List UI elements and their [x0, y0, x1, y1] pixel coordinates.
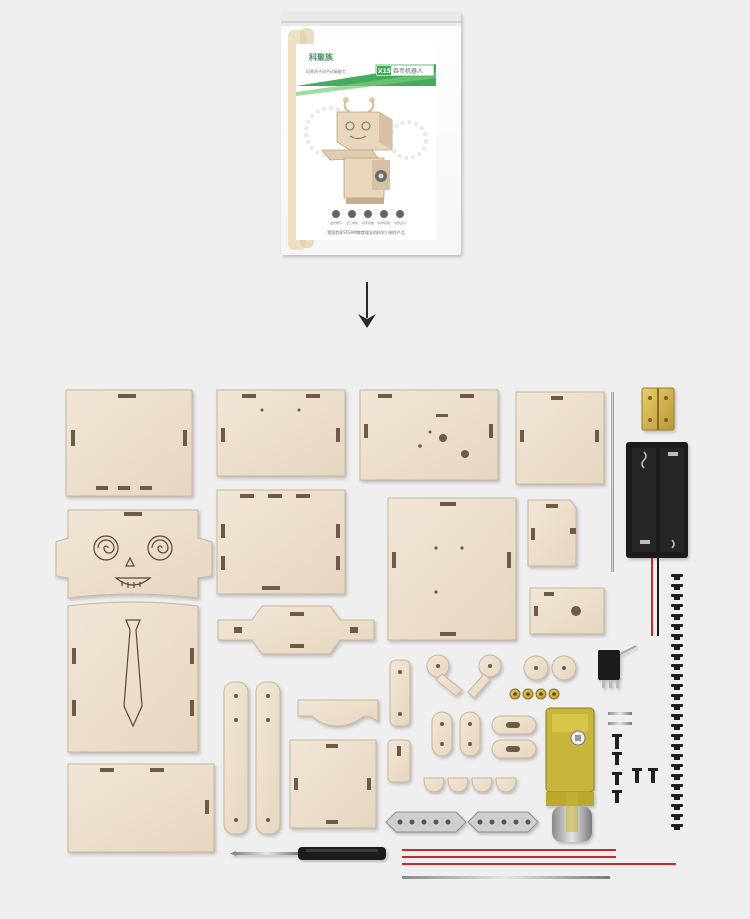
package-brand: 科聚族	[309, 52, 334, 62]
panel-bottom-left	[67, 763, 215, 853]
package-footer: 我国首家STEAM教育理念的科学小制作产品	[327, 229, 405, 235]
panel-top-3	[359, 389, 499, 481]
screwdriver	[230, 847, 386, 860]
arch-piece	[297, 699, 379, 727]
package-icon-row: 益智教育 手工拼装 动手动脑 科学实验 创意设计	[330, 210, 406, 225]
brass-nuts	[509, 688, 560, 700]
strip-2	[255, 681, 281, 835]
micro-switch	[598, 645, 637, 688]
half-round-pieces	[423, 777, 517, 793]
metal-plates	[385, 811, 539, 833]
cam-piece-2	[467, 654, 502, 699]
small-link-2	[387, 739, 411, 783]
washer-discs	[523, 655, 577, 681]
cam-piece-1	[426, 654, 463, 697]
panel-mid-2	[216, 489, 346, 595]
robot-face-panel	[55, 509, 213, 599]
battery-box	[626, 442, 688, 558]
robot-illustration	[321, 97, 393, 204]
gear-motor	[545, 707, 595, 842]
icon-caption: 科学实验	[378, 220, 390, 225]
red-wires	[402, 849, 676, 865]
icon-caption: 创意设计	[394, 220, 406, 225]
strip-1	[223, 681, 249, 835]
package-card: 科聚族 培养孩子动手动脑能力 X15 吞币机器人	[296, 44, 436, 240]
package-tagline: 培养孩子动手动脑能力	[306, 68, 346, 74]
metal-rod-horizontal	[402, 876, 610, 879]
panel-mid-3	[387, 497, 517, 641]
brass-hinge	[641, 387, 675, 431]
panel-top-4	[515, 391, 605, 485]
panel-bottom-mid	[289, 739, 377, 829]
panel-small-a	[527, 499, 577, 567]
robot-body-panel	[67, 601, 199, 753]
package-bag: 科聚族 培养孩子动手动脑能力 X15 吞币机器人	[281, 12, 461, 255]
panel-top-left	[65, 389, 193, 497]
icon-caption: 益智教育	[330, 220, 342, 225]
wooden-parts	[55, 389, 605, 853]
package-model: X15	[378, 68, 391, 75]
connector-plate	[217, 605, 375, 655]
hardware	[230, 387, 688, 879]
bolts	[608, 712, 658, 803]
package-product-name: 吞币机器人	[393, 67, 423, 75]
down-arrow-icon	[358, 282, 376, 328]
icon-caption: 手工拼装	[346, 220, 358, 225]
panel-small-b	[529, 587, 605, 635]
panel-top-2	[216, 389, 346, 477]
icon-caption: 动手动脑	[362, 220, 374, 225]
oval-pieces	[431, 711, 537, 759]
metal-rod-vertical	[611, 392, 614, 572]
screw-column	[671, 574, 683, 830]
small-link	[389, 659, 411, 727]
